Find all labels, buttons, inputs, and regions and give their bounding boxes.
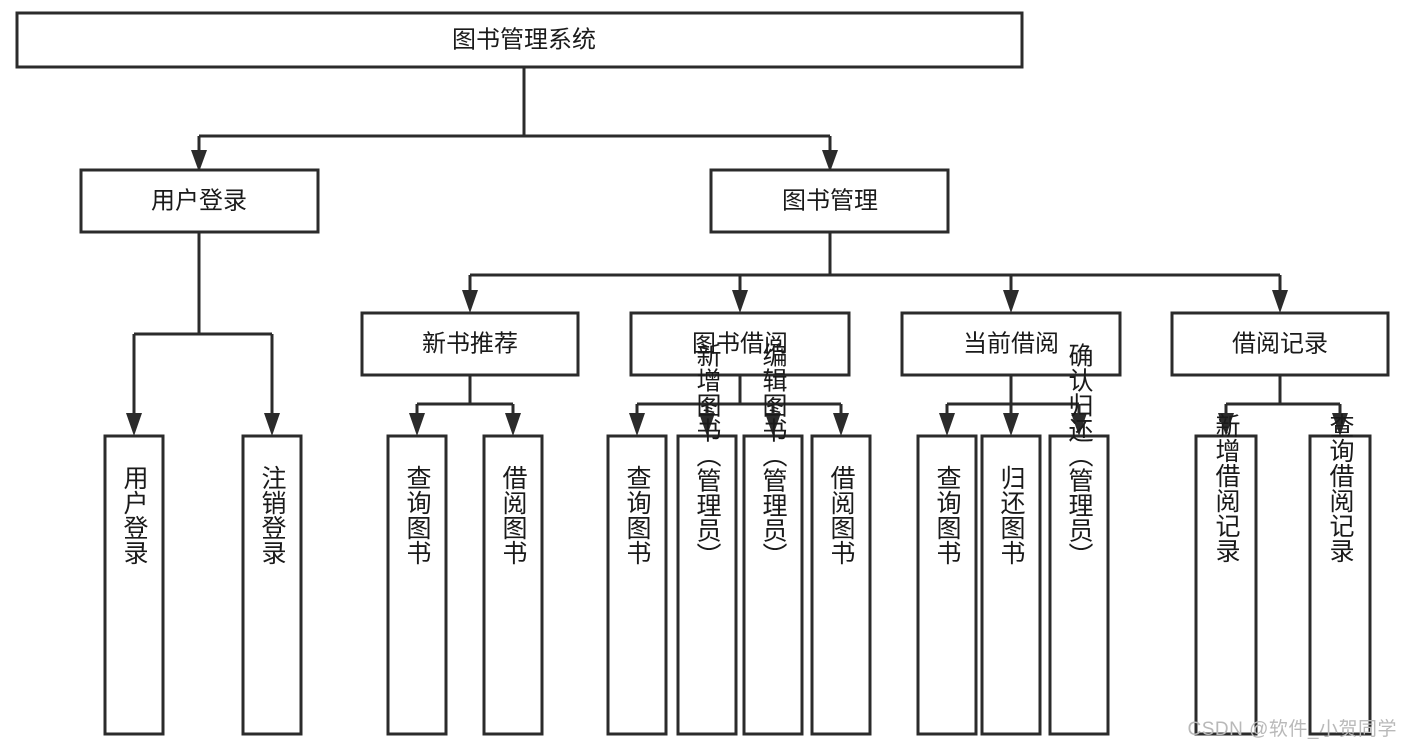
node-root-box[interactable] (15, 11, 1024, 69)
node-leaf-edit-book-label: 编辑图书（管理员） (759, 343, 788, 568)
arrowhead-leaf-borrow-book-1 (505, 413, 521, 436)
node-leaf-add-borrow-record-label: 新增借阅记录 (1212, 413, 1241, 563)
node-leaf-add-book-label: 新增图书（管理员） (693, 343, 722, 568)
arrowhead-user-login (191, 150, 207, 172)
edge-group-current-borrow-to-leaves (939, 375, 1087, 436)
arrowhead-leaf-return-book (1003, 413, 1019, 436)
node-leaf-query-book-1-label: 查询图书 (403, 465, 432, 565)
arrowhead-book-management (822, 150, 838, 172)
arrowhead-leaf-confirm-return (1071, 413, 1087, 436)
node-current-borrow[interactable]: 当前借阅 (900, 311, 1122, 377)
node-book-borrow[interactable]: 图书借阅 (629, 311, 851, 377)
arrowhead-book-borrow (732, 290, 748, 313)
arrowhead-leaf-logout-login (264, 413, 280, 436)
node-leaf-edit-book-box[interactable] (742, 434, 804, 736)
node-leaf-query-book-3-box[interactable] (916, 434, 978, 736)
node-leaf-user-login-label: 用户登录 (120, 465, 149, 565)
node-leaf-query-book-2[interactable]: 查询图书 (606, 434, 668, 736)
node-leaf-edit-book[interactable]: 编辑图书（管理员） (742, 343, 804, 736)
node-leaf-query-book-1[interactable]: 查询图书 (386, 434, 448, 736)
node-borrow-record-label: 借阅记录 (1232, 330, 1328, 357)
node-new-book-recommend-label: 新书推荐 (422, 330, 518, 357)
arrowhead-leaf-query-borrow-record (1332, 413, 1348, 436)
arrowhead-leaf-add-book (699, 413, 715, 436)
node-leaf-borrow-book-2-label: 借阅图书 (827, 465, 856, 565)
arrowhead-leaf-edit-book (765, 413, 781, 436)
node-borrow-record-box[interactable] (1170, 311, 1390, 377)
node-book-management-label: 图书管理 (782, 187, 878, 214)
node-leaf-query-book-2-label: 查询图书 (623, 465, 652, 565)
node-user-login-box[interactable] (79, 168, 320, 234)
node-book-management[interactable]: 图书管理 (709, 168, 950, 234)
edge-group-book-management-to-level3 (462, 232, 1288, 313)
node-leaf-query-book-1-box[interactable] (386, 434, 448, 736)
node-borrow-record[interactable]: 借阅记录 (1170, 311, 1390, 377)
arrowhead-leaf-add-borrow-record (1218, 413, 1234, 436)
arrowhead-leaf-query-book-1 (409, 413, 425, 436)
node-leaf-add-borrow-record[interactable]: 新增借阅记录 (1194, 413, 1258, 736)
edge-group-root-to-level2 (191, 67, 838, 172)
arrowhead-borrow-record (1272, 290, 1288, 313)
node-leaf-add-book-box[interactable] (676, 434, 738, 736)
node-root-label: 图书管理系统 (452, 26, 596, 53)
node-current-borrow-box[interactable] (900, 311, 1122, 377)
node-leaf-logout-login-label: 注销登录 (258, 465, 287, 565)
node-leaf-query-book-2-box[interactable] (606, 434, 668, 736)
node-leaf-borrow-book-1-box[interactable] (482, 434, 544, 736)
node-leaf-return-book[interactable]: 归还图书 (980, 434, 1042, 736)
arrowhead-new-book-recommend (462, 290, 478, 313)
node-leaf-user-login-box[interactable] (103, 434, 165, 736)
node-leaf-query-borrow-record-box[interactable] (1308, 434, 1372, 736)
node-user-login-label: 用户登录 (151, 187, 247, 214)
node-book-management-box[interactable] (709, 168, 950, 234)
node-leaf-confirm-return[interactable]: 确认归还（管理员） (1048, 343, 1110, 736)
arrowhead-leaf-borrow-book-2 (833, 413, 849, 436)
arrowhead-leaf-user-login (126, 413, 142, 436)
arrowhead-leaf-query-book-2 (629, 413, 645, 436)
node-leaf-query-borrow-record[interactable]: 查询借阅记录 (1308, 413, 1372, 736)
node-leaf-add-borrow-record-box[interactable] (1194, 434, 1258, 736)
node-user-login[interactable]: 用户登录 (79, 168, 320, 234)
node-leaf-user-login[interactable]: 用户登录 (103, 434, 165, 736)
edge-group-new-book-recommend-to-leaves (409, 375, 521, 436)
node-book-borrow-box[interactable] (629, 311, 851, 377)
node-root[interactable]: 图书管理系统 (15, 11, 1024, 69)
edge-group-borrow-record-to-leaves (1218, 375, 1348, 436)
node-new-book-recommend[interactable]: 新书推荐 (360, 311, 580, 377)
node-book-borrow-label: 图书借阅 (692, 330, 788, 357)
node-leaf-query-book-3-label: 查询图书 (933, 465, 962, 565)
node-leaf-borrow-book-2[interactable]: 借阅图书 (810, 434, 872, 736)
node-leaf-borrow-book-2-box[interactable] (810, 434, 872, 736)
node-new-book-recommend-box[interactable] (360, 311, 580, 377)
node-leaf-add-book[interactable]: 新增图书（管理员） (676, 343, 738, 736)
node-leaf-logout-login-box[interactable] (241, 434, 303, 736)
edge-group-user-login-to-leaves (126, 232, 280, 436)
node-leaf-borrow-book-1-label: 借阅图书 (499, 465, 528, 565)
node-leaf-query-borrow-record-label: 查询借阅记录 (1326, 413, 1355, 563)
node-leaf-confirm-return-box[interactable] (1048, 434, 1110, 736)
node-leaf-return-book-box[interactable] (980, 434, 1042, 736)
node-leaf-confirm-return-label: 确认归还（管理员） (1065, 343, 1094, 568)
edge-group-book-borrow-to-leaves (629, 375, 849, 436)
arrowhead-current-borrow (1003, 290, 1019, 313)
node-leaf-borrow-book-1[interactable]: 借阅图书 (482, 434, 544, 736)
node-current-borrow-label: 当前借阅 (963, 330, 1059, 357)
node-leaf-return-book-label: 归还图书 (997, 465, 1026, 565)
node-leaf-query-book-3[interactable]: 查询图书 (916, 434, 978, 736)
arrowhead-leaf-query-book-3 (939, 413, 955, 436)
node-leaf-logout-login[interactable]: 注销登录 (241, 434, 303, 736)
